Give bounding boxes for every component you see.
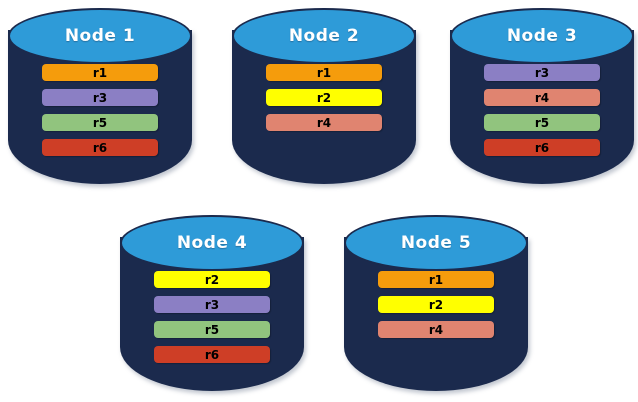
- replica-label: r1: [428, 272, 444, 287]
- node-cylinder-2[interactable]: Node 2 r1 r2 r4: [232, 8, 416, 184]
- replica-bar-r2[interactable]: r2: [154, 271, 270, 288]
- replica-stack: r3 r4 r5 r6: [484, 64, 600, 164]
- node-cylinder-1[interactable]: Node 1 r1 r3 r5 r6: [8, 8, 192, 184]
- node-label: Node 1: [64, 26, 136, 46]
- replica-label: r5: [534, 115, 550, 130]
- replica-bar-r1[interactable]: r1: [378, 271, 494, 288]
- replica-bar-r6[interactable]: r6: [42, 139, 158, 156]
- node-label: Node 2: [288, 26, 360, 46]
- replica-bar-r5[interactable]: r5: [484, 114, 600, 131]
- cylinder-top-face: Node 1: [8, 8, 192, 64]
- replica-label: r5: [92, 115, 108, 130]
- replica-stack: r2 r3 r5 r6: [154, 271, 270, 371]
- replica-label: r4: [428, 322, 444, 337]
- replica-bar-r4[interactable]: r4: [378, 321, 494, 338]
- replica-label: r3: [534, 65, 550, 80]
- replica-label: r1: [92, 65, 108, 80]
- replica-bar-r2[interactable]: r2: [378, 296, 494, 313]
- node-cylinder-4[interactable]: Node 4 r2 r3 r5 r6: [120, 215, 304, 391]
- replica-label: r2: [204, 272, 220, 287]
- replica-label: r6: [534, 140, 550, 155]
- replica-label: r3: [204, 297, 220, 312]
- node-cylinder-5[interactable]: Node 5 r1 r2 r4: [344, 215, 528, 391]
- replica-label: r5: [204, 322, 220, 337]
- replica-bar-r6[interactable]: r6: [154, 346, 270, 363]
- replica-bar-r5[interactable]: r5: [154, 321, 270, 338]
- replica-bar-r3[interactable]: r3: [42, 89, 158, 106]
- replica-bar-r5[interactable]: r5: [42, 114, 158, 131]
- replica-bar-r6[interactable]: r6: [484, 139, 600, 156]
- replica-bar-r3[interactable]: r3: [154, 296, 270, 313]
- replica-bar-r4[interactable]: r4: [484, 89, 600, 106]
- node-label: Node 5: [400, 233, 472, 253]
- replica-stack: r1 r2 r4: [266, 64, 382, 139]
- replica-label: r6: [204, 347, 220, 362]
- replica-label: r2: [316, 90, 332, 105]
- replica-bar-r3[interactable]: r3: [484, 64, 600, 81]
- replica-bar-r1[interactable]: r1: [266, 64, 382, 81]
- replica-label: r6: [92, 140, 108, 155]
- replica-bar-r1[interactable]: r1: [42, 64, 158, 81]
- replica-label: r3: [92, 90, 108, 105]
- replica-label: r1: [316, 65, 332, 80]
- replica-label: r2: [428, 297, 444, 312]
- replica-bar-r4[interactable]: r4: [266, 114, 382, 131]
- cylinder-top-face: Node 4: [120, 215, 304, 271]
- cylinder-top-face: Node 5: [344, 215, 528, 271]
- replica-label: r4: [534, 90, 550, 105]
- replica-label: r4: [316, 115, 332, 130]
- replica-bar-r2[interactable]: r2: [266, 89, 382, 106]
- cylinder-top-face: Node 2: [232, 8, 416, 64]
- replica-stack: r1 r2 r4: [378, 271, 494, 346]
- node-cylinder-3[interactable]: Node 3 r3 r4 r5 r6: [450, 8, 634, 184]
- node-label: Node 3: [506, 26, 578, 46]
- cylinder-top-face: Node 3: [450, 8, 634, 64]
- node-label: Node 4: [176, 233, 248, 253]
- replica-stack: r1 r3 r5 r6: [42, 64, 158, 164]
